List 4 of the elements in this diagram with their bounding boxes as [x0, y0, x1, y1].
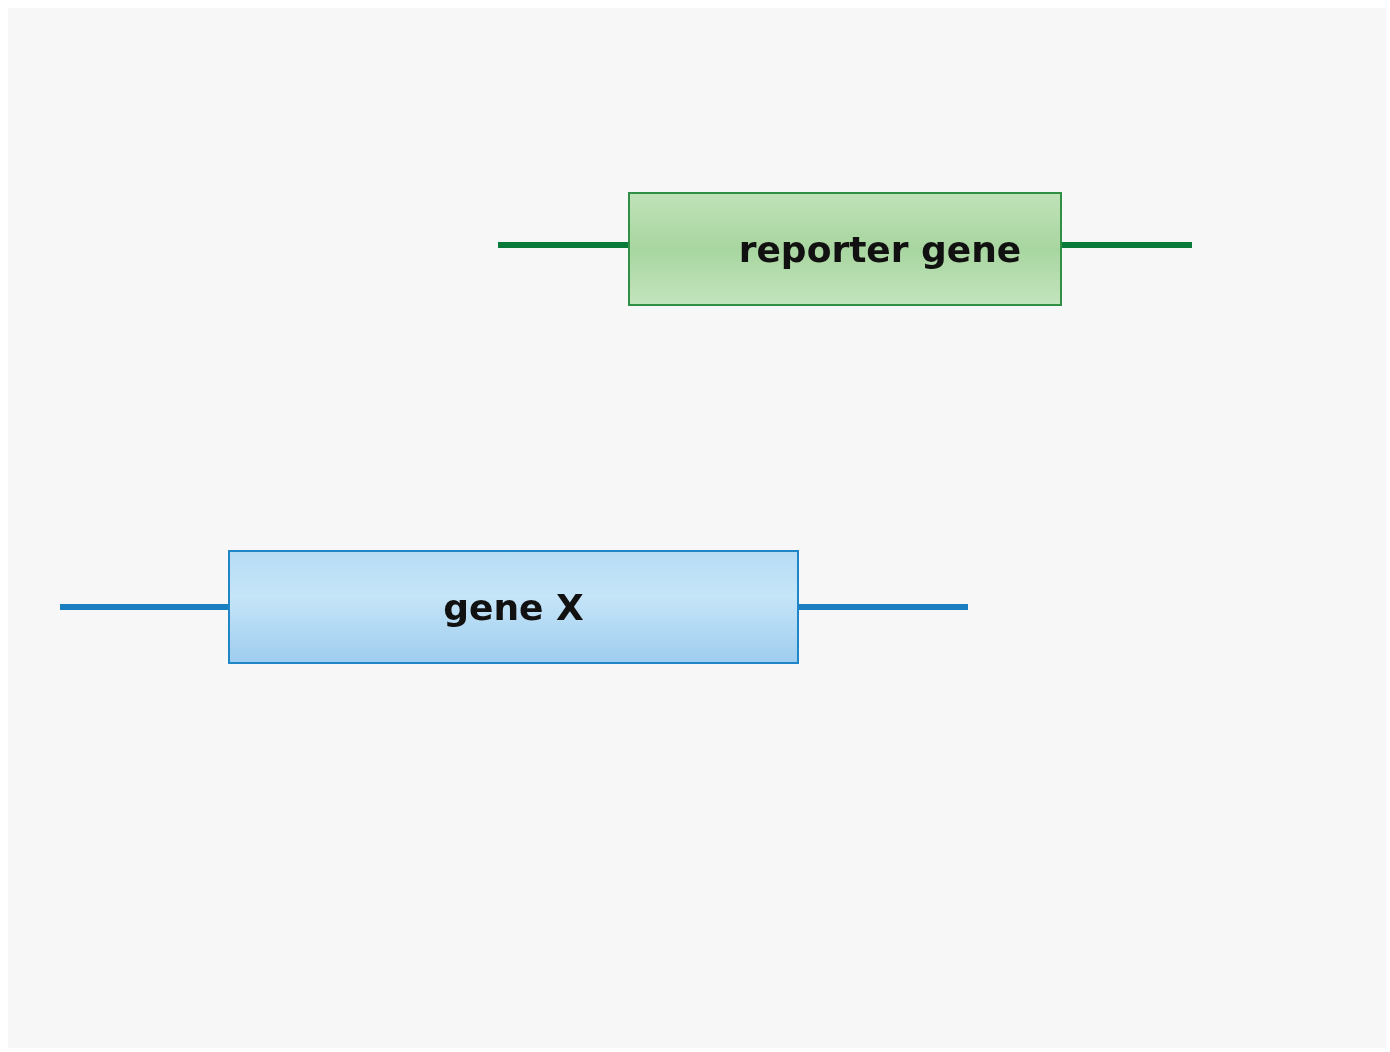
gene-box	[628, 192, 1062, 306]
gene-label: gene X	[443, 586, 584, 628]
gene-box	[228, 550, 799, 664]
gene-label: reporter gene	[738, 228, 1022, 270]
